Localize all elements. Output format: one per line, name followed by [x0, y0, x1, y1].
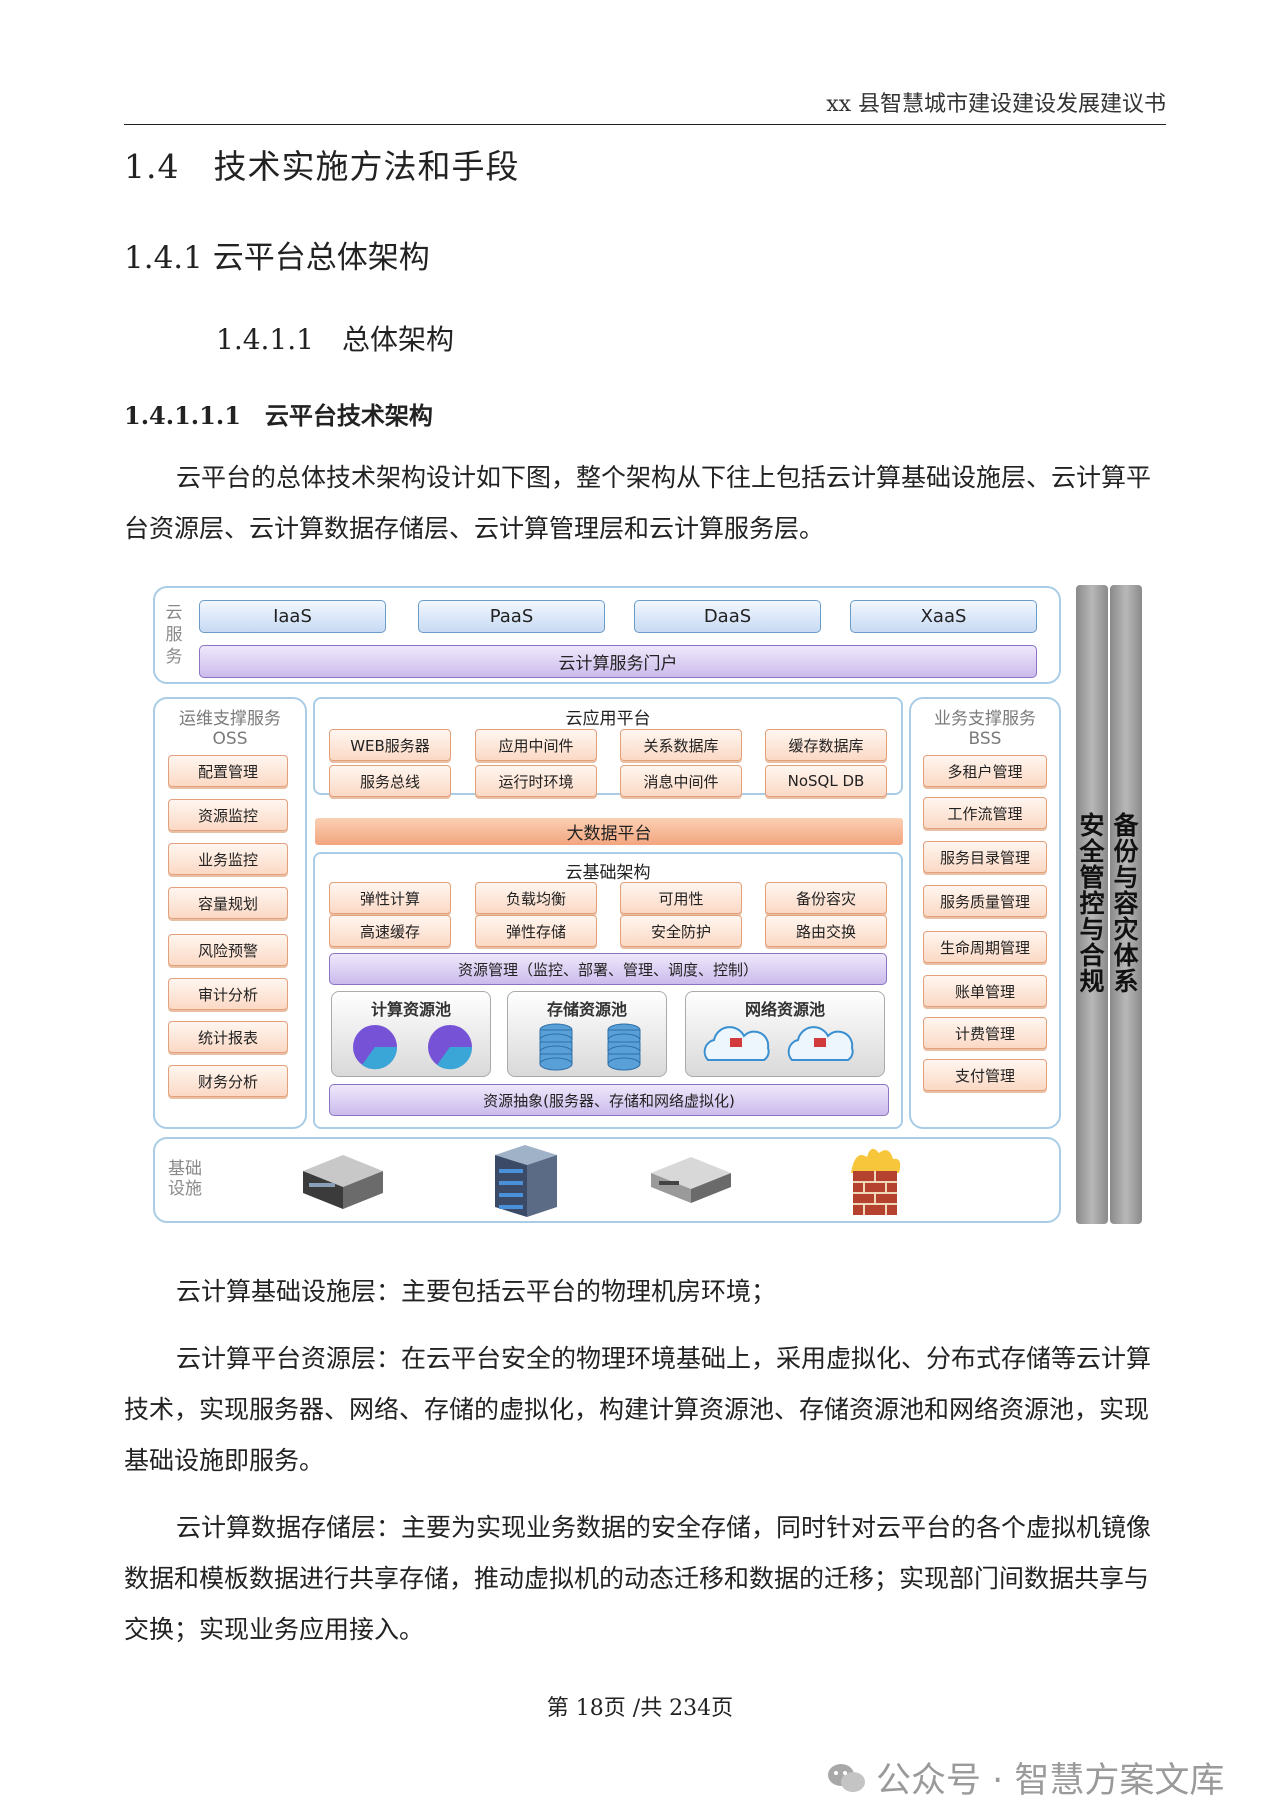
- infra-panel: 云基础架构 弹性计算 负载均衡 可用性 备份容灾 高速缓存 弹性存储 安全防护 …: [313, 852, 903, 1129]
- database-icon: [539, 1023, 641, 1071]
- oss-item: 审计分析: [168, 978, 288, 1010]
- app-item: 运行时环境: [475, 765, 597, 797]
- app-platform-panel: 云应用平台 WEB服务器 应用中间件 关系数据库 缓存数据库 服务总线 运行时环…: [313, 697, 903, 797]
- base-infrastructure-layer: 基础设施: [153, 1137, 1061, 1223]
- storage-pool: 存储资源池: [507, 991, 667, 1077]
- infra-item: 备份容灾: [765, 882, 887, 914]
- intro-paragraph: 云平台的总体技术架构设计如下图，整个架构从下往上包括云计算基础设施层、云计算平台…: [124, 452, 1164, 554]
- network-pool-title: 网络资源池: [744, 1000, 825, 1019]
- rack-server-icon: [495, 1145, 557, 1217]
- security-compliance-label: 安全管控与合规: [1079, 811, 1105, 996]
- oss-title-line1: 运维支撑服务: [179, 709, 281, 729]
- network-pool: 网络资源池: [685, 991, 885, 1077]
- infra-item: 安全防护: [620, 915, 742, 947]
- page-footer: 第 18页 /共 234页: [546, 1696, 734, 1721]
- app-item: 缓存数据库: [765, 729, 887, 761]
- intro-text: 云平台的总体技术架构设计如下图，整个架构从下往上包括云计算基础设施层、云计算平台…: [124, 463, 1152, 543]
- app-item: WEB服务器: [329, 729, 451, 761]
- cloud-network-icon: [703, 1026, 854, 1061]
- app-platform-title: 云应用平台: [565, 709, 651, 729]
- bss-item: 生命周期管理: [923, 931, 1047, 963]
- bss-item: 工作流管理: [923, 797, 1047, 829]
- backup-dr-bar: 备份与容灾体系: [1110, 585, 1142, 1224]
- compute-pool: 计算资源池: [331, 991, 491, 1077]
- backup-dr-label: 备份与容灾体系: [1113, 811, 1139, 996]
- service-portal: 云计算服务门户: [199, 645, 1037, 678]
- app-item: 服务总线: [329, 765, 451, 797]
- bss-item: 服务质量管理: [923, 885, 1047, 917]
- paragraph: 云计算平台资源层：在云平台安全的物理环境基础上，采用虚拟化、分布式存储等云计算技…: [124, 1344, 1152, 1475]
- bss-item: 计费管理: [923, 1017, 1047, 1049]
- storage-pool-title: 存储资源池: [546, 1000, 627, 1019]
- bss-item: 服务目录管理: [923, 841, 1047, 873]
- service-paas: PaaS: [418, 600, 605, 633]
- cloud-service-layer: 云服务 IaaS PaaS DaaS XaaS 云计算服务门户: [153, 586, 1061, 684]
- resource-abstraction: 资源抽象(服务器、存储和网络虚拟化): [329, 1084, 889, 1116]
- wechat-icon: [826, 1762, 866, 1794]
- oss-item: 统计报表: [168, 1021, 288, 1053]
- app-item: NoSQL DB: [765, 765, 887, 797]
- oss-panel: 运维支撑服务 OSS 配置管理 资源监控 业务监控 容量规划 风险预警 审计分析…: [153, 697, 307, 1129]
- server-icon: [303, 1155, 383, 1209]
- infra-item: 高速缓存: [329, 915, 451, 947]
- oss-title: 运维支撑服务 OSS: [155, 709, 305, 749]
- infra-item: 弹性计算: [329, 882, 451, 914]
- security-compliance-bar: 安全管控与合规: [1076, 585, 1108, 1224]
- architecture-diagram: 云服务 IaaS PaaS DaaS XaaS 云计算服务门户 运维支撑服务 O…: [150, 585, 1146, 1225]
- bss-item: 支付管理: [923, 1059, 1047, 1091]
- infra-title: 云基础架构: [565, 863, 651, 883]
- compute-pool-title: 计算资源池: [370, 1000, 451, 1019]
- bss-item: 多租户管理: [923, 755, 1047, 787]
- paragraph: 云计算基础设施层：主要包括云平台的物理机房环境；: [176, 1277, 777, 1306]
- oss-item: 风险预警: [168, 934, 288, 966]
- app-item: 应用中间件: [475, 729, 597, 761]
- pie-chart-icon: [353, 1025, 473, 1070]
- heading-1: 1.4 技术实施方法和手段: [124, 147, 520, 186]
- service-daas: DaaS: [634, 600, 821, 633]
- bss-item: 账单管理: [923, 975, 1047, 1007]
- heading-3: 1.4.1.1 总体架构: [216, 323, 454, 356]
- cloud-service-label: 云服务: [165, 603, 183, 667]
- resource-management: 资源管理（监控、部署、管理、调度、控制）: [329, 953, 887, 985]
- infra-item: 弹性存储: [475, 915, 597, 947]
- oss-item: 容量规划: [168, 887, 288, 919]
- paragraph: 云计算数据存储层：主要为实现业务数据的安全存储，同时针对云平台的各个虚拟机镜像数…: [124, 1513, 1152, 1644]
- bss-title: 业务支撑服务 BSS: [911, 709, 1059, 749]
- bss-panel: 业务支撑服务 BSS 多租户管理 工作流管理 服务目录管理 服务质量管理 生命周…: [909, 697, 1061, 1129]
- watermark: 公众号 · 智慧方案文库: [826, 1752, 1224, 1803]
- switch-icon: [651, 1157, 731, 1203]
- heading-2: 1.4.1 云平台总体架构: [124, 240, 430, 276]
- bss-title-line1: 业务支撑服务: [934, 709, 1036, 729]
- oss-item: 业务监控: [168, 843, 288, 875]
- infra-item: 负载均衡: [475, 882, 597, 914]
- service-xaas: XaaS: [850, 600, 1037, 633]
- infra-item: 可用性: [620, 882, 742, 914]
- base-label: 基础设施: [168, 1159, 202, 1199]
- watermark-text: 公众号 · 智慧方案文库: [876, 1761, 1225, 1801]
- infra-item: 路由交换: [765, 915, 887, 947]
- header-title: xx 县智慧城市建设建设发展建议书: [826, 92, 1166, 117]
- bigdata-platform: 大数据平台: [315, 818, 903, 845]
- heading-4: 1.4.1.1.1 云平台技术架构: [124, 401, 433, 430]
- oss-item: 财务分析: [168, 1065, 288, 1097]
- service-iaas: IaaS: [199, 600, 386, 633]
- oss-item: 配置管理: [168, 755, 288, 787]
- oss-item: 资源监控: [168, 799, 288, 831]
- app-item: 关系数据库: [620, 729, 742, 761]
- firewall-icon: [851, 1148, 901, 1215]
- page-header: xx 县智慧城市建设建设发展建议书: [124, 88, 1166, 125]
- oss-title-line2: OSS: [212, 729, 248, 749]
- app-item: 消息中间件: [620, 765, 742, 797]
- bss-title-line2: BSS: [968, 729, 1002, 749]
- body-paragraphs: 云计算基础设施层：主要包括云平台的物理机房环境； 云计算平台资源层：在云平台安全…: [124, 1266, 1164, 1655]
